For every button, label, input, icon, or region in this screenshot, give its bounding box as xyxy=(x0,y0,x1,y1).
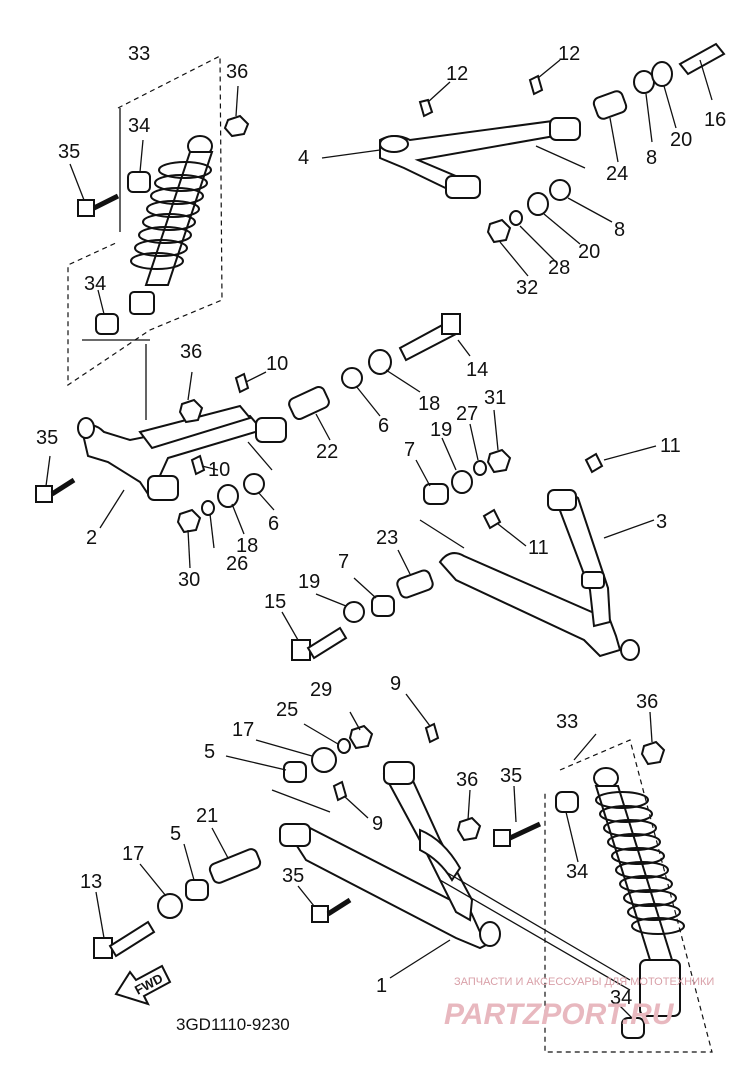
callout-23: 23 xyxy=(376,527,398,549)
callout-17: 17 xyxy=(122,843,144,865)
callout-10: 10 xyxy=(266,353,288,375)
callout-33: 33 xyxy=(556,711,578,733)
callout-18: 18 xyxy=(418,393,440,415)
callout-1: 1 xyxy=(376,975,387,997)
callout-8: 8 xyxy=(614,219,625,241)
callout-6: 6 xyxy=(268,513,279,535)
callout-8: 8 xyxy=(646,147,657,169)
callout-17: 17 xyxy=(232,719,254,741)
watermark-tagline: ЗАПЧАСТИ И АКСЕССУАРЫ ДЛЯ МОТОТЕХНИКИ xyxy=(454,976,714,988)
watermark: ЗАПЧАСТИ И АКСЕССУАРЫ ДЛЯ МОТОТЕХНИКИ PA… xyxy=(444,976,714,1031)
callout-15: 15 xyxy=(264,591,286,613)
callout-12: 12 xyxy=(558,43,580,65)
callout-36: 36 xyxy=(636,691,658,713)
callout-21: 21 xyxy=(196,805,218,827)
callout-2: 2 xyxy=(86,527,97,549)
callout-26: 26 xyxy=(226,553,248,575)
callout-36: 36 xyxy=(180,341,202,363)
callout-13: 13 xyxy=(80,871,102,893)
callout-25: 25 xyxy=(276,699,298,721)
callout-31: 31 xyxy=(484,387,506,409)
callout-20: 20 xyxy=(670,129,692,151)
callout-34: 34 xyxy=(128,115,150,137)
callout-35: 35 xyxy=(58,141,80,163)
lower-arm-front xyxy=(93,693,631,991)
callout-9: 9 xyxy=(390,673,401,695)
callout-4: 4 xyxy=(298,147,309,169)
callout-27: 27 xyxy=(456,403,478,425)
callout-20: 20 xyxy=(578,241,600,263)
fwd-arrow: FWD xyxy=(114,964,172,1006)
callout-6: 6 xyxy=(378,415,389,437)
lower-arm-right xyxy=(281,409,657,661)
callout-19: 19 xyxy=(430,419,452,441)
callout-34: 34 xyxy=(610,987,632,1009)
shock-absorber-front-right xyxy=(493,711,713,1053)
callout-35: 35 xyxy=(36,427,58,449)
shock-absorber-front-left xyxy=(67,55,250,387)
callout-14: 14 xyxy=(466,359,488,381)
callout-29: 29 xyxy=(310,679,332,701)
callout-11: 11 xyxy=(528,537,549,559)
callout-32: 32 xyxy=(516,277,538,299)
callout-22: 22 xyxy=(316,441,338,463)
callout-12: 12 xyxy=(446,63,468,85)
callout-28: 28 xyxy=(548,257,570,279)
diagram-code: 3GD1110-9230 xyxy=(176,1015,290,1034)
callout-36: 36 xyxy=(456,769,478,791)
callout-18: 18 xyxy=(236,535,258,557)
callout-34: 34 xyxy=(84,273,106,295)
callout-10: 10 xyxy=(208,459,230,481)
callout-36: 36 xyxy=(226,61,248,83)
lower-arm-left xyxy=(35,313,471,569)
callout-7: 7 xyxy=(404,439,415,461)
watermark-logo: PARTZPORT.RU xyxy=(444,998,675,1031)
callout-7: 7 xyxy=(338,551,349,573)
callout-5: 5 xyxy=(204,741,215,763)
callout-33: 33 xyxy=(128,43,150,65)
callout-24: 24 xyxy=(606,163,628,185)
callout-16: 16 xyxy=(704,109,726,131)
callout-19: 19 xyxy=(298,571,320,593)
upper-arm-right xyxy=(321,42,726,277)
callout-9: 9 xyxy=(372,813,383,835)
callout-11: 11 xyxy=(660,435,681,457)
callout-labels: 33 36 34 35 34 12 12 4 16 8 20 24 8 20 2… xyxy=(36,43,726,1009)
callout-35: 35 xyxy=(282,865,304,887)
callout-30: 30 xyxy=(178,569,200,591)
callout-34: 34 xyxy=(566,861,588,883)
callout-3: 3 xyxy=(656,511,667,533)
callout-35: 35 xyxy=(500,765,522,787)
callout-5: 5 xyxy=(170,823,181,845)
